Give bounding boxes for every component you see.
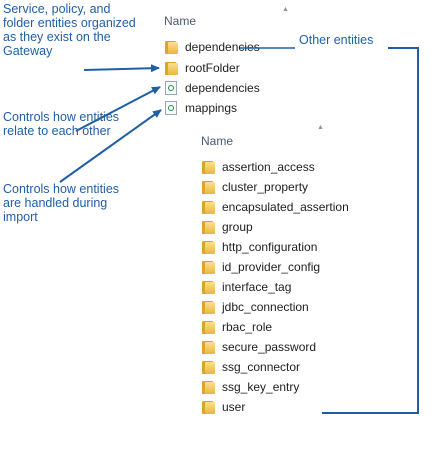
sort-caret-icon: ▲ bbox=[317, 124, 324, 131]
folder-icon bbox=[201, 400, 216, 414]
folder-name: group bbox=[222, 220, 253, 234]
top-file-list: ▲ Name dependencies rootFolder dependenc… bbox=[156, 6, 296, 122]
annotation-mappings: Controls how entities are handled during… bbox=[3, 182, 120, 224]
folder-name: interface_tag bbox=[222, 280, 292, 294]
folder-name: secure_password bbox=[222, 340, 317, 354]
folder-row[interactable]: ssg_key_entry bbox=[201, 378, 299, 396]
folder-name: rbac_role bbox=[222, 320, 273, 334]
folder-name: id_provider_config bbox=[222, 260, 321, 274]
file-row-mappings-xml[interactable]: mappings bbox=[164, 99, 237, 117]
folder-name: ssg_key_entry bbox=[222, 380, 300, 394]
folder-icon bbox=[201, 160, 216, 174]
arrow-to-mappings-xml bbox=[59, 109, 162, 183]
folder-icon bbox=[201, 380, 216, 394]
file-name: mappings bbox=[185, 101, 238, 115]
file-name: dependencies bbox=[185, 81, 260, 95]
folder-name: jdbc_connection bbox=[222, 300, 309, 314]
folder-name: ssg_connector bbox=[222, 360, 301, 374]
folder-name: user bbox=[222, 400, 246, 414]
arrow-to-dependencies-xml bbox=[75, 86, 161, 132]
bottom-file-list: ▲ Name assertion_access cluster_property… bbox=[192, 124, 349, 426]
file-name: rootFolder bbox=[185, 61, 240, 75]
file-name: dependencies bbox=[185, 40, 260, 54]
file-row-rootfolder[interactable]: rootFolder bbox=[164, 59, 240, 77]
folder-row[interactable]: id_provider_config bbox=[201, 258, 320, 276]
folder-row[interactable]: secure_password bbox=[201, 338, 316, 356]
annotation-other-entities: Other entities bbox=[299, 33, 374, 47]
folder-icon bbox=[164, 40, 179, 54]
folder-name: encapsulated_assertion bbox=[222, 200, 349, 214]
file-row-dependencies-xml[interactable]: dependencies bbox=[164, 79, 260, 97]
folder-row[interactable]: user bbox=[201, 398, 245, 416]
folder-icon bbox=[201, 260, 216, 274]
folder-icon bbox=[201, 240, 216, 254]
folder-row[interactable]: cluster_property bbox=[201, 178, 308, 196]
folder-row[interactable]: rbac_role bbox=[201, 318, 272, 336]
folder-row[interactable]: group bbox=[201, 218, 253, 236]
folder-name: http_configuration bbox=[222, 240, 318, 254]
folder-icon bbox=[201, 340, 216, 354]
folder-row[interactable]: interface_tag bbox=[201, 278, 291, 296]
file-row-dependencies-folder[interactable]: dependencies bbox=[164, 38, 260, 56]
arrow-to-rootfolder bbox=[83, 64, 160, 73]
folder-row[interactable]: jdbc_connection bbox=[201, 298, 309, 316]
folder-icon bbox=[201, 360, 216, 374]
xml-file-icon bbox=[165, 81, 177, 95]
folder-icon bbox=[201, 300, 216, 314]
sort-caret-icon: ▲ bbox=[282, 6, 289, 13]
annotation-entities-organization: Service, policy, and folder entities org… bbox=[3, 2, 136, 58]
folder-row[interactable]: encapsulated_assertion bbox=[201, 198, 349, 216]
folder-icon bbox=[164, 61, 179, 75]
bracket-other-entities bbox=[322, 47, 419, 414]
folder-row[interactable]: ssg_connector bbox=[201, 358, 300, 376]
folder-row[interactable]: assertion_access bbox=[201, 158, 315, 176]
folder-icon bbox=[201, 320, 216, 334]
folder-name: assertion_access bbox=[222, 160, 315, 174]
name-column-header[interactable]: Name bbox=[201, 134, 234, 148]
xml-file-icon bbox=[165, 101, 177, 115]
folder-name: cluster_property bbox=[222, 180, 309, 194]
folder-icon bbox=[201, 220, 216, 234]
folder-icon bbox=[201, 200, 216, 214]
name-column-header[interactable]: Name bbox=[164, 14, 197, 28]
folder-icon bbox=[201, 180, 216, 194]
folder-row[interactable]: http_configuration bbox=[201, 238, 317, 256]
folder-icon bbox=[201, 280, 216, 294]
